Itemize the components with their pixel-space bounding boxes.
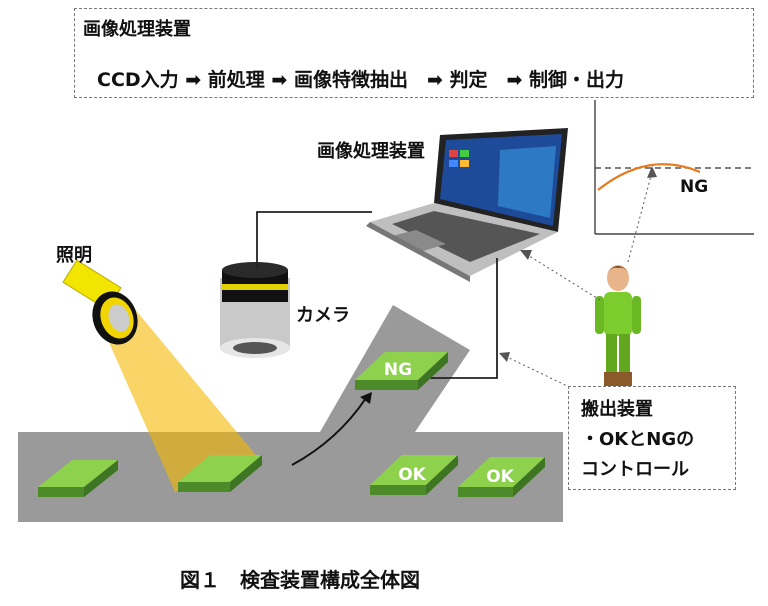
unloader-line-3: コントロール: [581, 459, 689, 480]
unloader-box: 搬出装置 ・OKとNGの コントロール: [568, 386, 736, 490]
product-ng: [355, 352, 448, 390]
product-plain-1: [38, 460, 118, 497]
product-inspected: [178, 455, 262, 492]
camera-label: カメラ: [296, 305, 350, 326]
light-label: 照明: [56, 245, 92, 266]
unloader-line-1: 搬出装置: [581, 399, 653, 420]
unloader-line-2: ・OKとNGの: [581, 429, 695, 450]
pointer-to-plot: [627, 171, 653, 263]
ok-item-label-2: OK: [486, 467, 514, 487]
process-box-title: 画像処理装置: [83, 19, 191, 40]
diversion-arrow: [291, 397, 367, 466]
plot-ng-label: NG: [680, 177, 709, 197]
laptop-label: 画像処理装置: [317, 141, 425, 162]
worker-figure: [595, 265, 641, 388]
product-ok-1: [370, 455, 458, 495]
process-box: 画像処理装置 CCD入力 ➡ 前処理 ➡ 画像特徴抽出 ➡ 判定 ➡ 制御・出力: [74, 8, 754, 98]
pointer-to-laptop: [525, 253, 601, 301]
product-ok-2: [458, 457, 545, 497]
figure-caption: 図１ 検査装置構成全体図: [180, 568, 420, 592]
process-flow: CCD入力 ➡ 前処理 ➡ 画像特徴抽出 ➡ 判定 ➡ 制御・出力: [97, 69, 625, 91]
light-beam: [100, 308, 260, 492]
light-fixture: [62, 259, 138, 345]
ok-item-label-1: OK: [398, 465, 426, 485]
sorter-cable: [422, 258, 498, 379]
ng-item-label: NG: [384, 360, 412, 380]
camera: [220, 262, 290, 358]
measurement-curve: [597, 163, 701, 191]
camera-cable: [256, 211, 372, 270]
laptop: [366, 128, 568, 282]
diversion-arrowhead: [360, 392, 372, 404]
result-plot: [594, 100, 754, 235]
